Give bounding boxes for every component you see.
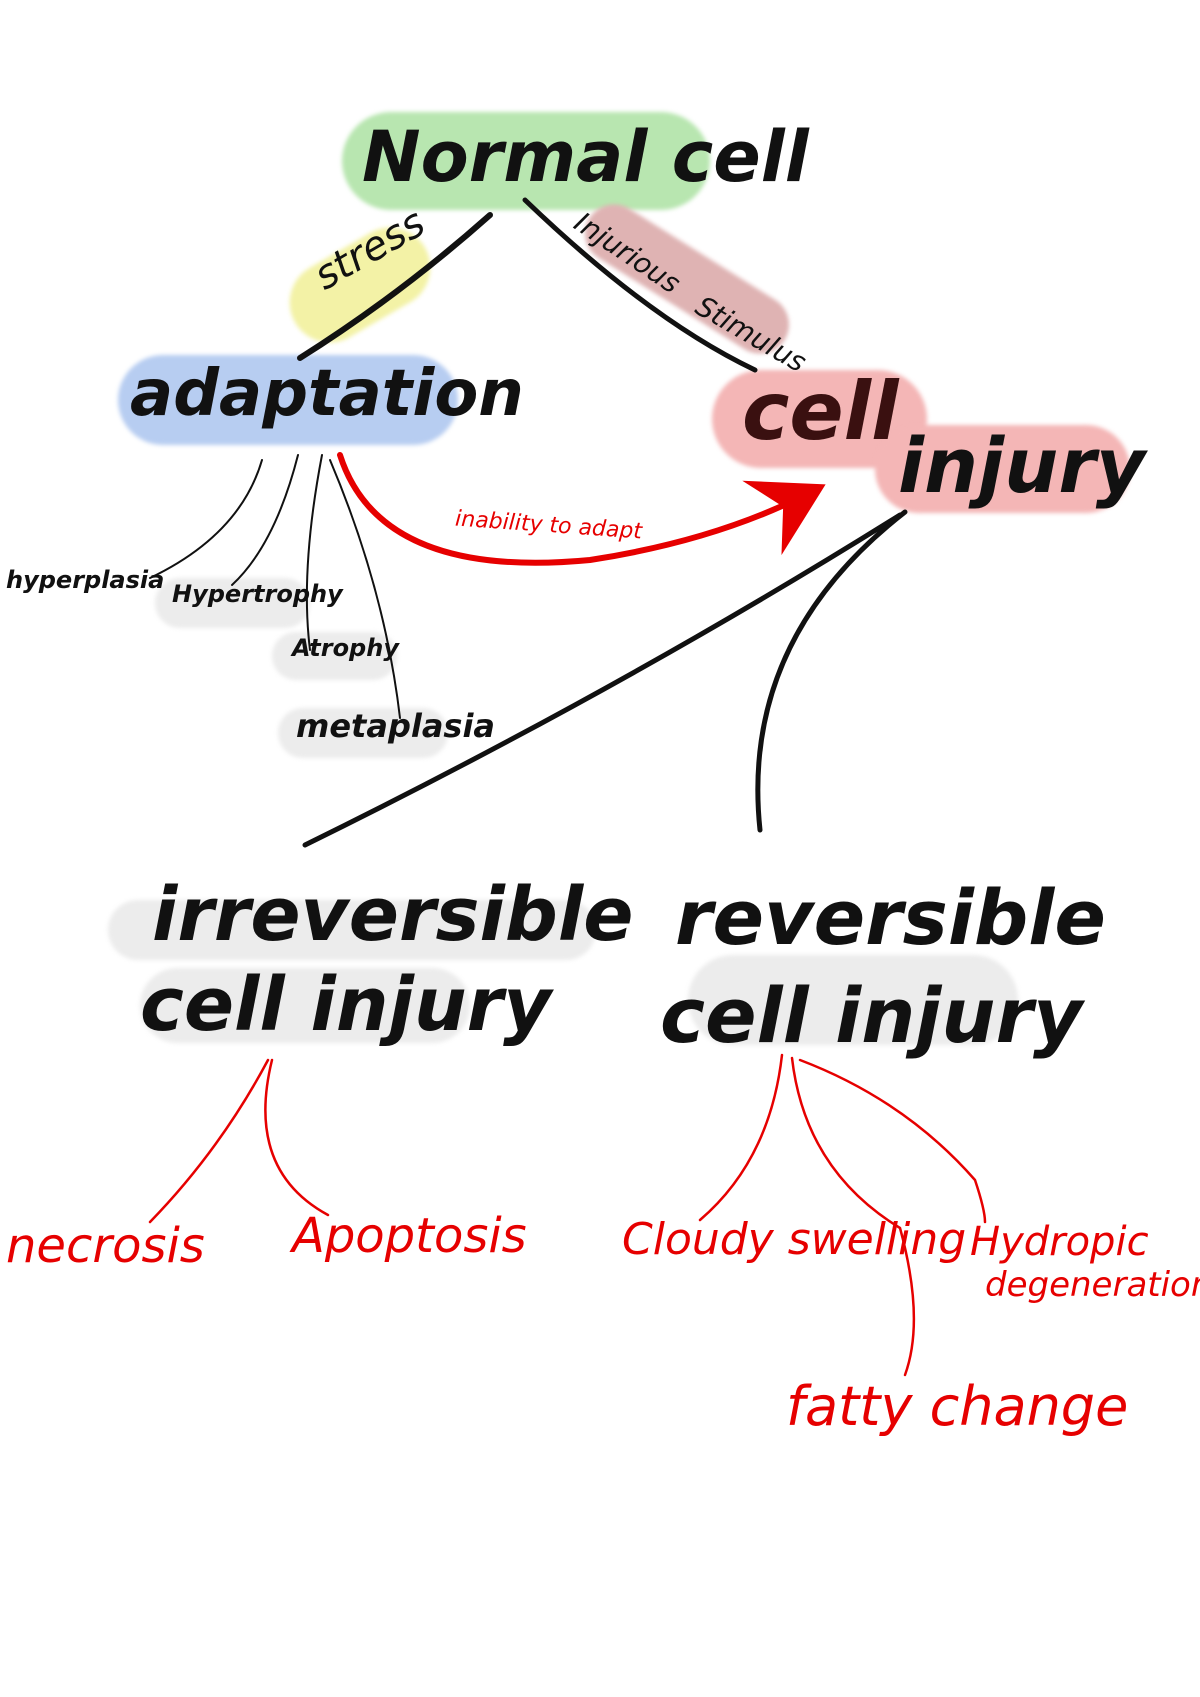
irreversible-injury-highlight bbox=[140, 968, 470, 1043]
irreversible-highlight bbox=[108, 900, 596, 960]
injury-highlight bbox=[875, 425, 1130, 513]
edge-root-adaptation bbox=[297, 212, 493, 361]
adaptation-type-hypertrophy: Hypertrophy bbox=[172, 580, 343, 608]
edge-irreversible-necrosis bbox=[148, 1058, 270, 1224]
edge-adaptation-metaplasia bbox=[329, 459, 401, 719]
edge-reversible-hydropic bbox=[798, 1058, 987, 1224]
hypertrophy-highlight bbox=[155, 578, 310, 628]
node-adaptation: adaptation bbox=[130, 357, 524, 431]
outcome-hydropic-line2: degeneration bbox=[985, 1265, 1200, 1305]
edge-inability-to-adapt bbox=[337, 452, 826, 566]
node-irreversible-line1: irreversible bbox=[152, 872, 634, 958]
adaptation-type-atrophy: Atrophy bbox=[292, 634, 399, 662]
edge-reversible-fatty bbox=[790, 1056, 916, 1377]
outcome-fatty-change: fatty change bbox=[786, 1375, 1129, 1438]
edge-adaptation-hyperplasia bbox=[149, 459, 263, 579]
outcome-cloudy-swelling: Cloudy swelling bbox=[622, 1214, 967, 1265]
adaptation-highlight bbox=[118, 355, 458, 445]
edge-reversible-cloudy bbox=[698, 1053, 784, 1222]
metaplasia-highlight bbox=[278, 708, 448, 758]
reversible-highlight bbox=[688, 955, 1018, 1045]
node-reversible-line1: reversible bbox=[675, 873, 1106, 962]
edge-injury-reversible bbox=[755, 509, 908, 833]
normal-cell-highlight bbox=[342, 112, 710, 210]
outcome-apoptosis: Apoptosis bbox=[292, 1208, 527, 1264]
edge-injury-irreversible bbox=[302, 512, 903, 848]
node-cell-injury-line2: injury bbox=[898, 421, 1146, 510]
node-normal-cell: Normal cell bbox=[362, 116, 809, 198]
adaptation-type-hyperplasia: hyperplasia bbox=[6, 566, 165, 594]
node-cell-injury-line1: cell bbox=[742, 365, 899, 458]
outcome-necrosis: necrosis bbox=[6, 1218, 205, 1274]
node-reversible-line2: cell injury bbox=[660, 971, 1083, 1060]
outcome-hydropic-line1: Hydropic bbox=[970, 1219, 1149, 1265]
node-irreversible-line2: cell injury bbox=[140, 962, 552, 1048]
edge-adaptation-hypertrophy bbox=[231, 454, 299, 586]
atrophy-highlight bbox=[272, 632, 397, 680]
adaptation-type-metaplasia: metaplasia bbox=[296, 707, 496, 745]
edge-root-cell-injury bbox=[522, 197, 758, 373]
edge-irreversible-apoptosis bbox=[264, 1058, 330, 1217]
edge-adaptation-atrophy bbox=[305, 454, 323, 651]
